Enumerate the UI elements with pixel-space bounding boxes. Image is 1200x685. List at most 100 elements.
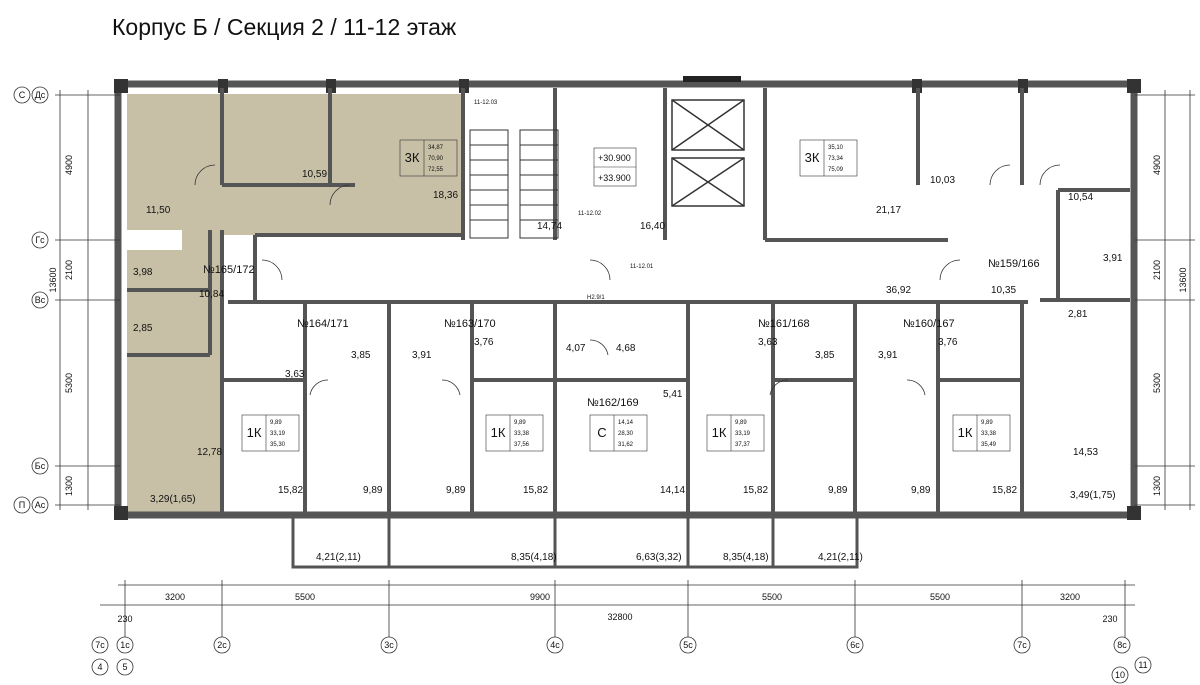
svg-text:1К: 1К (958, 425, 973, 440)
svg-text:2,81: 2,81 (1068, 309, 1088, 320)
svg-text:3,76: 3,76 (474, 337, 494, 348)
svg-text:5,41: 5,41 (663, 389, 683, 400)
apartment-number: №165/172 (203, 264, 255, 276)
dim-label: 5500 (762, 592, 782, 602)
svg-text:11,50: 11,50 (146, 205, 171, 216)
axis-label: 4с (550, 640, 560, 650)
svg-text:3,91: 3,91 (878, 350, 898, 361)
svg-text:14,74: 14,74 (537, 221, 562, 232)
svg-text:3,49(1,75): 3,49(1,75) (1070, 490, 1116, 501)
stair-tag: 11-12.02 (578, 211, 602, 217)
svg-text:35,30: 35,30 (270, 442, 286, 448)
stair-tag: 11-12.03 (474, 100, 498, 106)
axis-label: 7с (1017, 640, 1027, 650)
svg-text:36,92: 36,92 (886, 285, 911, 296)
elevator-shafts (671, 99, 745, 207)
wall-columns (114, 79, 1141, 520)
dim-label: 32800 (607, 612, 632, 622)
svg-text:75,09: 75,09 (828, 167, 844, 173)
unit-card: 1К 9,89 33,19 37,37 (706, 414, 765, 452)
svg-text:73,34: 73,34 (828, 156, 844, 162)
svg-text:3,91: 3,91 (412, 350, 432, 361)
apartment-number: №160/167 (903, 318, 955, 330)
section-mark: 5 (122, 662, 127, 672)
dimension-lines (55, 90, 1195, 640)
svg-text:4,21(2,11): 4,21(2,11) (818, 552, 863, 563)
svg-text:3К: 3К (805, 150, 820, 165)
svg-text:16,40: 16,40 (640, 221, 665, 232)
dim-label: 3200 (1060, 592, 1080, 602)
dim-label: 230 (117, 614, 132, 624)
svg-text:4,07: 4,07 (566, 343, 586, 354)
svg-text:9,89: 9,89 (446, 485, 466, 496)
svg-text:28,30: 28,30 (618, 431, 634, 437)
page-title: Корпус Б / Секция 2 / 11-12 этаж (112, 14, 457, 40)
svg-text:С: С (597, 425, 606, 440)
svg-text:3К: 3К (405, 150, 420, 165)
svg-text:4,68: 4,68 (616, 343, 636, 354)
svg-text:9,89: 9,89 (270, 420, 282, 426)
svg-text:15,82: 15,82 (743, 485, 768, 496)
axis-label: 5с (683, 640, 693, 650)
dim-label: 5500 (295, 592, 315, 602)
axis-label: Дс (35, 90, 46, 100)
svg-text:3,63: 3,63 (285, 369, 305, 380)
roof-vent (683, 76, 741, 82)
svg-text:6,63(3,32): 6,63(3,32) (636, 552, 682, 563)
svg-text:9,89: 9,89 (363, 485, 383, 496)
level-marks: +30.900 +33.900 (593, 147, 637, 187)
svg-text:+33.900: +33.900 (598, 173, 631, 183)
axis-label: 7с (95, 640, 105, 650)
row-axis-markers (13, 86, 49, 514)
svg-text:33,19: 33,19 (270, 431, 286, 437)
dim-label: 2100 (1152, 260, 1162, 280)
svg-text:10,54: 10,54 (1068, 192, 1093, 203)
dim-label: 13600 (48, 267, 58, 292)
svg-text:8,35(4,18): 8,35(4,18) (511, 552, 557, 563)
svg-text:14,14: 14,14 (618, 420, 634, 426)
axis-label: Гс (35, 235, 45, 245)
unit-card: 1К 9,89 33,38 37,56 (485, 414, 544, 452)
svg-text:14,53: 14,53 (1073, 447, 1098, 458)
axis-label: Ас (35, 500, 46, 510)
svg-text:10,03: 10,03 (930, 175, 955, 186)
svg-text:2,85: 2,85 (133, 323, 153, 334)
svg-text:15,82: 15,82 (992, 485, 1017, 496)
svg-text:70,90: 70,90 (428, 156, 444, 162)
svg-text:33,38: 33,38 (514, 431, 530, 437)
dim-label: 230 (1102, 614, 1117, 624)
svg-text:3,85: 3,85 (815, 350, 835, 361)
svg-text:3,63: 3,63 (758, 337, 778, 348)
dim-label: 5500 (930, 592, 950, 602)
apartment-number: №159/166 (988, 258, 1040, 270)
col-axis-markers (91, 636, 1152, 684)
axis-label: 1с (120, 640, 130, 650)
svg-text:3,85: 3,85 (351, 350, 371, 361)
svg-text:12,78: 12,78 (197, 447, 222, 458)
stairwell (469, 129, 559, 239)
svg-text:33,19: 33,19 (735, 431, 751, 437)
dim-label: 4900 (64, 155, 74, 175)
svg-text:1К: 1К (712, 425, 727, 440)
section-mark: 11 (1138, 660, 1147, 670)
svg-text:9,89: 9,89 (735, 420, 747, 426)
dim-label: 4900 (1152, 155, 1162, 175)
dim-label: 5300 (1152, 373, 1162, 393)
dim-label: 13600 (1178, 267, 1188, 292)
axis-label: 8с (1117, 640, 1127, 650)
door-swings (194, 164, 1061, 396)
unit-card: С 14,14 28,30 31,62 (589, 414, 648, 452)
dim-label: 5300 (64, 373, 74, 393)
svg-text:10,84: 10,84 (199, 289, 224, 300)
svg-text:9,89: 9,89 (981, 420, 993, 426)
balconies (291, 513, 859, 569)
svg-text:31,62: 31,62 (618, 442, 634, 448)
svg-text:14,14: 14,14 (660, 485, 685, 496)
svg-text:4,21(2,11): 4,21(2,11) (316, 552, 361, 563)
axis-label: П (19, 500, 25, 510)
unit-card: 3К 35,10 73,34 75,09 (799, 139, 858, 177)
svg-text:15,82: 15,82 (278, 485, 303, 496)
svg-text:72,55: 72,55 (428, 167, 444, 173)
axis-label: 3с (384, 640, 394, 650)
